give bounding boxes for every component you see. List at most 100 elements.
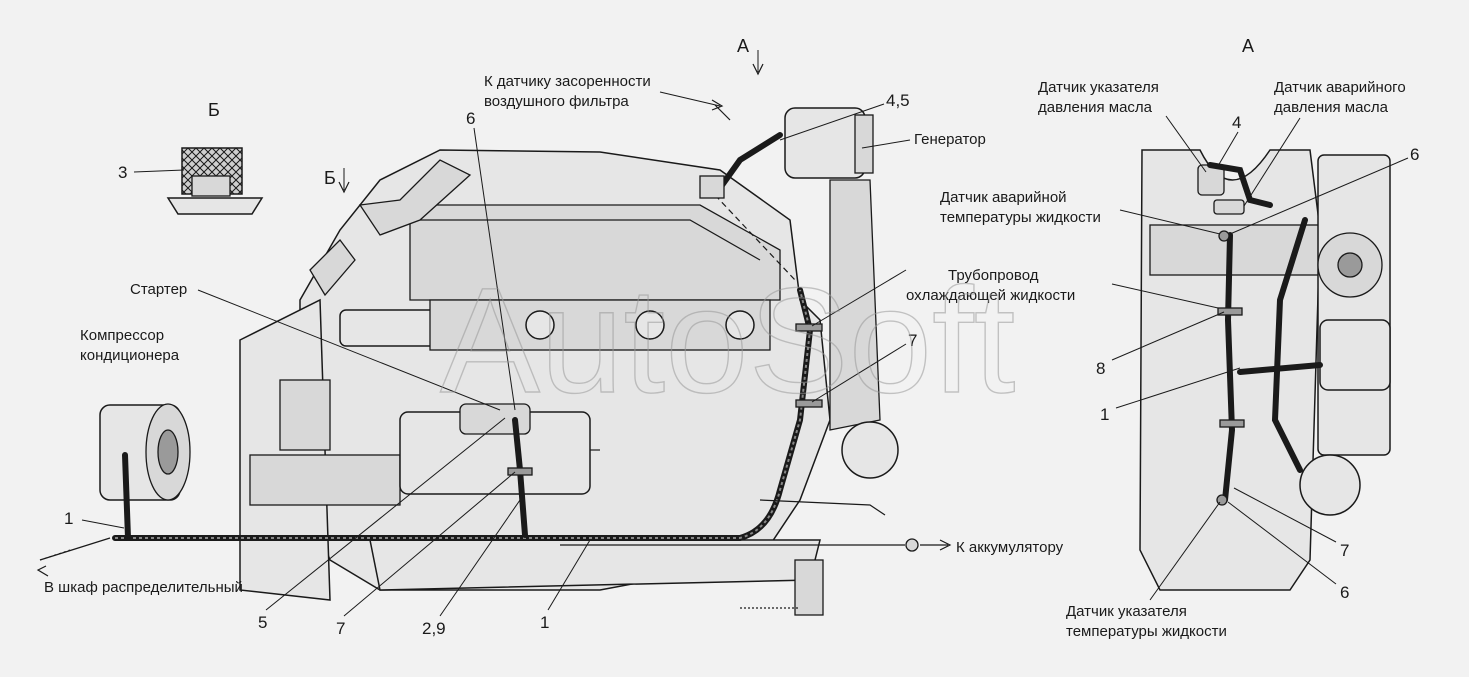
lower-bracket bbox=[794, 559, 824, 616]
a-clamp-lower bbox=[1219, 419, 1245, 428]
label-coolant-pipe-2: охлаждающей жидкости bbox=[906, 287, 1075, 304]
detail-view-a: А Датчик указателя давления масла Датчик… bbox=[906, 36, 1419, 640]
mount-plate bbox=[249, 454, 401, 506]
a-vertical-harness bbox=[1222, 232, 1236, 503]
cabinet-arrow bbox=[36, 565, 49, 577]
label-filter-sensor-1: К датчику засоренности bbox=[484, 73, 651, 90]
detail-view-b: Б 3 bbox=[118, 100, 264, 215]
view-a-title: А bbox=[1242, 36, 1254, 56]
callout-7-mid: 7 bbox=[908, 331, 917, 350]
a-generator-bracket bbox=[1317, 154, 1391, 456]
ac-compressor-hub bbox=[157, 429, 179, 475]
bracket bbox=[279, 379, 331, 451]
manifold-port-1 bbox=[525, 310, 555, 340]
label-temp-alarm-1: Датчик аварийной bbox=[940, 189, 1067, 206]
engine-side-view bbox=[36, 104, 919, 616]
leader-filter-sensor bbox=[659, 91, 721, 107]
a-callout-1: 1 bbox=[1100, 405, 1109, 424]
leader-3 bbox=[133, 169, 185, 173]
leader-temp-alarm bbox=[1119, 209, 1221, 235]
label-to-cabinet: В шкаф распределительный bbox=[44, 579, 243, 596]
cabinet-lead bbox=[39, 537, 111, 561]
nut bbox=[191, 175, 231, 197]
oil-pan bbox=[369, 539, 821, 591]
junction-connector bbox=[699, 175, 725, 199]
a-generator-hub bbox=[1337, 252, 1363, 278]
manifold-port-2 bbox=[635, 310, 665, 340]
a-right-harness bbox=[1271, 217, 1308, 473]
generator-harness bbox=[712, 132, 783, 198]
leader-1-bottom bbox=[547, 539, 591, 611]
valve-cover-rib bbox=[420, 219, 761, 261]
label-starter: Стартер bbox=[130, 281, 187, 298]
a-callout-6-top: 6 bbox=[1410, 145, 1419, 164]
pulley-right bbox=[841, 421, 899, 479]
clamp-c bbox=[507, 467, 533, 476]
oil-pressure-alarm-sensor bbox=[1213, 199, 1245, 215]
callout-1-left: 1 bbox=[64, 509, 73, 528]
main-labels: К датчику засоренности воздушного фильтр… bbox=[44, 73, 1064, 638]
callout-2-9: 2,9 bbox=[422, 619, 446, 638]
cabinet-lead-dots bbox=[39, 549, 71, 561]
leader-starter bbox=[197, 289, 501, 411]
leader-clamp-upper bbox=[811, 269, 907, 327]
a-oil-sensor-harness bbox=[1207, 162, 1273, 208]
leader-7-bottom bbox=[343, 471, 516, 617]
watermark: AutoSoft bbox=[440, 256, 1015, 424]
label-oil-alarm-1: Датчик аварийного bbox=[1274, 79, 1406, 96]
a-generator-body bbox=[1319, 319, 1391, 391]
fitting bbox=[309, 239, 356, 297]
leader-generator bbox=[861, 139, 911, 149]
a-leader-6-top bbox=[1229, 157, 1409, 235]
starter-solenoid bbox=[459, 403, 531, 435]
leader-oil-alarm bbox=[1243, 117, 1301, 207]
leader-oil-gauge bbox=[1165, 115, 1207, 173]
leader-4-5 bbox=[779, 103, 885, 141]
a-leader-6-bottom bbox=[1227, 501, 1337, 585]
generator-pulley bbox=[854, 114, 874, 174]
air-pipe bbox=[358, 159, 472, 236]
a-callout-7: 7 bbox=[1340, 541, 1349, 560]
leader-7-mid bbox=[811, 343, 907, 403]
callout-1-bottom: 1 bbox=[540, 613, 549, 632]
valve-cover bbox=[409, 204, 781, 301]
view-b-arrow-label: Б bbox=[324, 168, 336, 188]
mount-base bbox=[166, 197, 264, 215]
label-temp-alarm-2: температуры жидкости bbox=[940, 209, 1101, 226]
a-compressor-pulley bbox=[1299, 454, 1361, 516]
leader-2-9 bbox=[439, 499, 521, 617]
generator-body bbox=[784, 107, 866, 179]
view-b-title: Б bbox=[208, 100, 220, 120]
label-oil-gauge-2: давления масла bbox=[1038, 99, 1153, 116]
clamp-a bbox=[795, 323, 823, 332]
view-a-arrow-label: А bbox=[737, 36, 749, 56]
battery-arrow-head bbox=[939, 539, 952, 551]
a-clamp-upper bbox=[1217, 307, 1243, 316]
label-generator: Генератор bbox=[914, 131, 986, 148]
a-leader-7 bbox=[1233, 487, 1337, 543]
callout-4-5: 4,5 bbox=[886, 91, 910, 110]
label-compressor-1: Компрессор bbox=[80, 327, 164, 344]
label-temp-gauge-1: Датчик указателя bbox=[1066, 603, 1187, 620]
leader-temp-gauge bbox=[1149, 501, 1221, 601]
label-oil-gauge-1: Датчик указателя bbox=[1038, 79, 1159, 96]
leader-6-top bbox=[473, 127, 516, 411]
a-cross-harness bbox=[1237, 362, 1323, 375]
leader-5 bbox=[265, 417, 506, 611]
ac-branch-harness bbox=[122, 452, 131, 541]
label-compressor-2: кондиционера bbox=[80, 347, 180, 364]
view-b-arrow-head bbox=[338, 181, 350, 194]
label-coolant-pipe-1: Трубопровод bbox=[948, 267, 1039, 284]
manifold-port-3 bbox=[725, 310, 755, 340]
callout-7-bottom: 7 bbox=[336, 619, 345, 638]
clamp-b bbox=[795, 399, 823, 408]
leader-coolant-pipe bbox=[1111, 283, 1219, 309]
battery-terminal bbox=[905, 538, 919, 552]
label-temp-gauge-2: температуры жидкости bbox=[1066, 623, 1227, 640]
callout-6-top: 6 bbox=[466, 109, 475, 128]
label-to-battery: К аккумулятору bbox=[956, 539, 1064, 556]
compressor-lead bbox=[759, 499, 886, 516]
a-leader-1 bbox=[1115, 367, 1241, 409]
a-leader-4 bbox=[1217, 131, 1239, 167]
